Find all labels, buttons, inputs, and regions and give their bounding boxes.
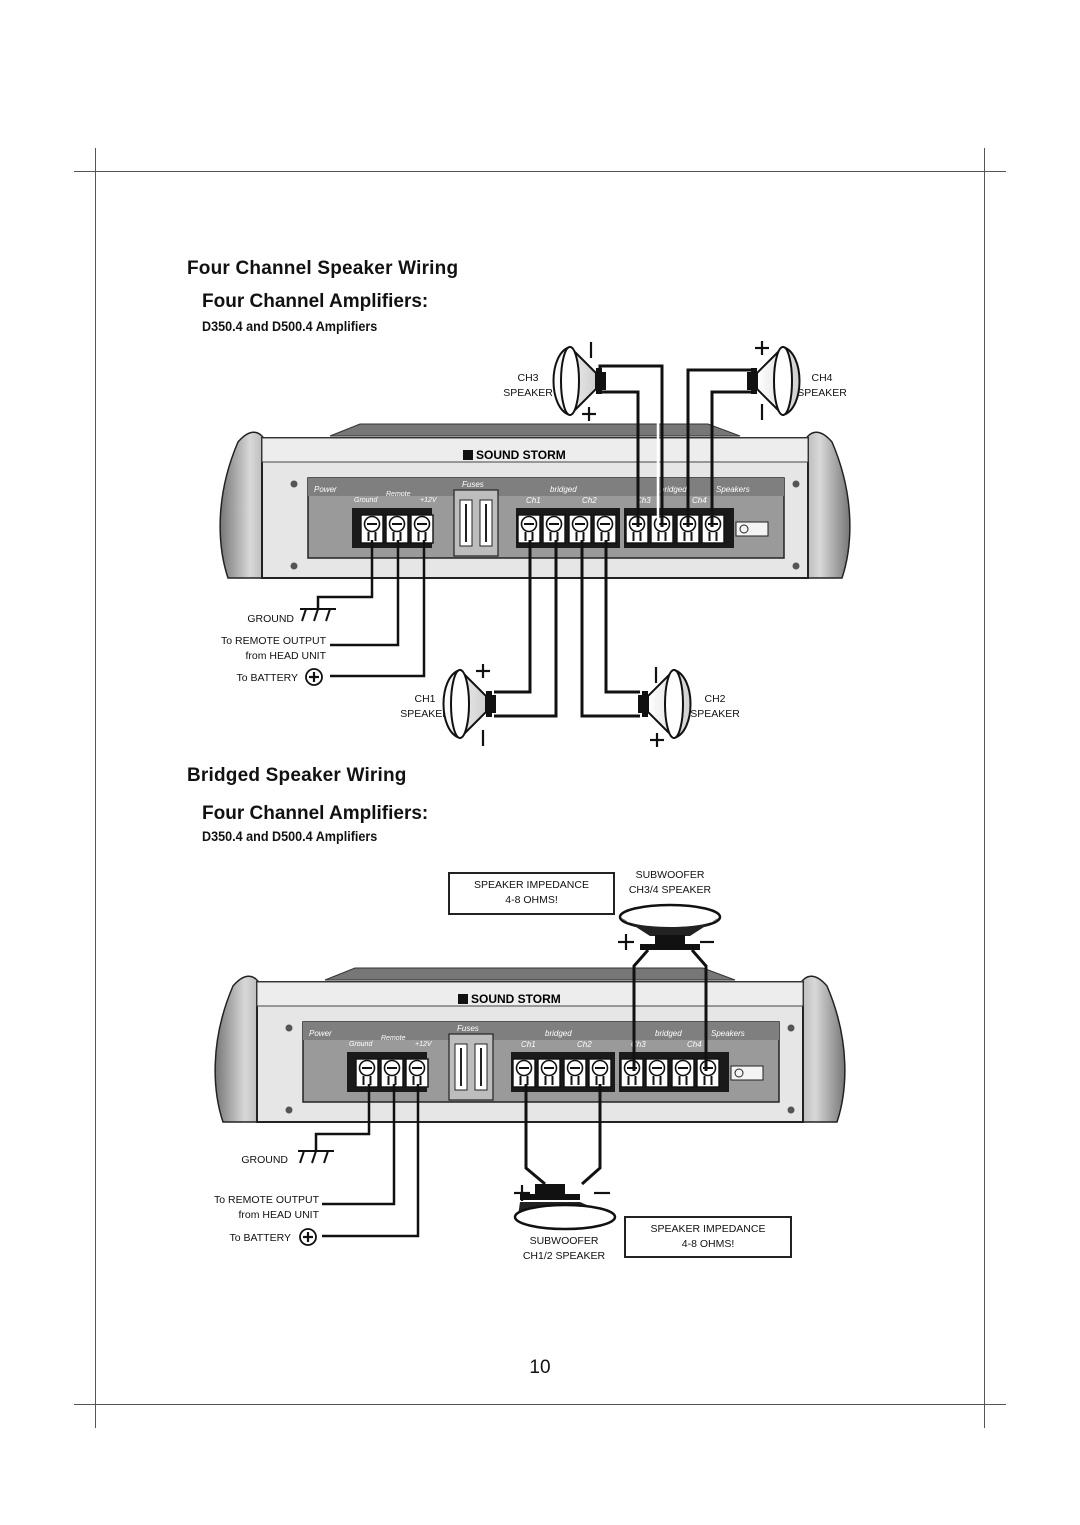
svg-text:Speakers: Speakers [716, 485, 750, 494]
svg-text:Power: Power [309, 1029, 332, 1038]
subwoofer-ch34-label: SUBWOOFER CH3/4 SPEAKER [628, 869, 712, 896]
svg-text:Ch1: Ch1 [521, 1040, 536, 1049]
svg-text:+12V: +12V [415, 1041, 433, 1048]
ch2-speaker-label: CH2 SPEAKER [690, 693, 740, 720]
battery-plus-icon-2 [298, 1227, 318, 1247]
section2-models: D350.4 and D500.4 Amplifiers [202, 828, 378, 844]
subwoofer-ch34-icon [618, 903, 722, 950]
svg-text:bridged: bridged [550, 485, 577, 494]
subwoofer-ch12-icon [513, 1184, 617, 1231]
ch1-speaker-label: CH1 SPEAKER [400, 693, 450, 720]
ch3-speaker-icon [552, 346, 607, 416]
remote-output-label: To REMOTE OUTPUT from HEAD UNIT [220, 635, 326, 662]
polarity-marks [476, 341, 769, 747]
ch2-speaker-icon [637, 669, 692, 739]
ground-symbol-2 [297, 1150, 335, 1164]
amplifier-top: SOUND STORM Power Ground Remote +12V Fus… [219, 423, 851, 579]
power-wires-top [316, 540, 426, 678]
svg-text:bridged: bridged [660, 485, 687, 494]
svg-text:Power: Power [314, 485, 337, 494]
power-terminals [360, 514, 434, 544]
ch3-speaker-label: CH3 SPEAKER [503, 372, 553, 399]
svg-text:Ch4: Ch4 [687, 1040, 702, 1049]
svg-text:bridged: bridged [655, 1029, 682, 1038]
battery-plus-icon [304, 667, 324, 687]
power-wires-bottom [314, 1084, 420, 1238]
subwoofer-ch12-label: SUBWOOFER CH1/2 SPEAKER [522, 1235, 606, 1262]
svg-text:Fuses: Fuses [462, 480, 484, 489]
svg-text:Ground: Ground [354, 497, 378, 504]
section2-title: Bridged Speaker Wiring [187, 765, 407, 786]
svg-text:Ch4: Ch4 [692, 496, 707, 505]
section1-models: D350.4 and D500.4 Amplifiers [202, 318, 378, 334]
svg-text:SOUND STORM: SOUND STORM [471, 992, 561, 1006]
speaker-wires-top [494, 364, 754, 718]
svg-text:Ch1: Ch1 [526, 496, 541, 505]
crop-mark [74, 171, 1006, 172]
ground-symbol [299, 608, 337, 622]
svg-text:bridged: bridged [545, 1029, 572, 1038]
svg-text:Remote: Remote [381, 1035, 406, 1042]
svg-text:Ch2: Ch2 [582, 496, 597, 505]
svg-text:Ch2: Ch2 [577, 1040, 592, 1049]
brand-logo: SOUND STORM [463, 448, 566, 462]
page-number: 10 [529, 1357, 551, 1378]
subwoofer-wires [524, 949, 708, 1186]
svg-text:Ch3: Ch3 [636, 496, 651, 505]
ch1-speaker-icon [442, 669, 497, 739]
ch4-speaker-icon [746, 346, 801, 416]
svg-text:Ground: Ground [349, 1041, 373, 1048]
section1-title: Four Channel Speaker Wiring [187, 258, 459, 279]
ch4-speaker-label: CH4 SPEAKER [797, 372, 847, 399]
svg-text:Speakers: Speakers [711, 1029, 745, 1038]
battery-label: To BATTERY [236, 672, 298, 684]
section2-subtitle: Four Channel Amplifiers: [202, 803, 429, 824]
remote-output-label-2: To REMOTE OUTPUT from HEAD UNIT [213, 1194, 319, 1221]
svg-text:SOUND STORM: SOUND STORM [476, 448, 566, 462]
amplifier-bottom: SOUND STORM Power Ground Remote +12V Fus… [214, 967, 846, 1123]
ground-label-2: GROUND [241, 1154, 288, 1166]
svg-text:Ch3: Ch3 [631, 1040, 646, 1049]
brand-logo-2: SOUND STORM [458, 992, 561, 1006]
impedance-note-top: SPEAKER IMPEDANCE 4-8 OHMS! [448, 872, 615, 915]
power-terminals-2 [355, 1058, 429, 1088]
section1-subtitle: Four Channel Amplifiers: [202, 291, 429, 312]
crop-mark [95, 148, 96, 1428]
svg-text:Remote: Remote [386, 491, 411, 498]
svg-text:+12V: +12V [420, 497, 438, 504]
crop-mark [984, 148, 985, 1428]
ground-label: GROUND [247, 613, 294, 625]
impedance-note-bottom: SPEAKER IMPEDANCE 4-8 OHMS! [624, 1216, 792, 1258]
crop-mark [74, 1404, 1006, 1405]
battery-label-2: To BATTERY [229, 1232, 291, 1244]
svg-text:Fuses: Fuses [457, 1024, 479, 1033]
